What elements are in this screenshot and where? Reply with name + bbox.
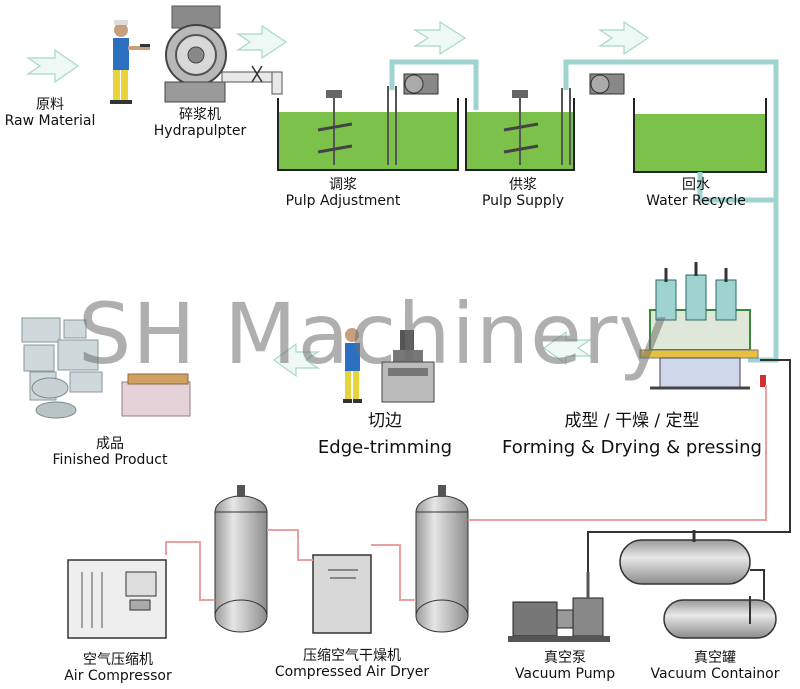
air-compressor-en: Air Compressor: [64, 668, 172, 685]
air-tank-2-icon: [415, 485, 469, 633]
vacuum-pipe-network: [587, 359, 791, 600]
flow-arrow-4: [598, 20, 650, 56]
label-hydrapulpter: 碎浆机 Hydrapulpter: [140, 107, 260, 139]
hydrapulpter-en: Hydrapulpter: [153, 123, 247, 140]
hydrapulper-machine-icon: [164, 5, 283, 103]
air-compressor-icon: [67, 559, 167, 639]
pulp-adjustment-tank: [277, 86, 459, 171]
vacuum-container-2-icon: [663, 596, 777, 639]
worker-trimming-icon: [343, 328, 362, 403]
air-pipe-network: [165, 385, 767, 601]
label-water-recycle: 回水 Water Recycle: [636, 177, 756, 209]
vacuum-container-zh: 真空罐: [694, 650, 736, 666]
flow-arrow-3: [412, 20, 467, 56]
worker-raw-material-icon: [110, 20, 150, 104]
vacuum-container-1-icon: [619, 530, 751, 585]
air-tank-1-icon: [214, 485, 268, 633]
label-finished-product: 成品 Finished Product: [40, 436, 180, 468]
pulp-adjustment-zh: 调浆: [329, 177, 357, 193]
forming-machine-icon: [639, 262, 766, 390]
label-vacuum-container: 真空罐 Vacuum Containor: [640, 650, 790, 682]
compressed-air-dryer-icon: [312, 554, 372, 634]
flow-arrow-1: [26, 48, 80, 84]
air-dryer-zh: 压缩空气干燥机: [303, 648, 401, 664]
raw-material-zh: 原料: [36, 97, 64, 113]
label-pulp-supply: 供浆 Pulp Supply: [468, 177, 578, 209]
label-forming: 成型 / 干燥 / 定型 Forming & Drying & pressing: [494, 411, 770, 458]
pulp-supply-tank: [465, 88, 575, 171]
forming-zh: 成型 / 干燥 / 定型: [564, 411, 700, 431]
label-air-dryer: 压缩空气干燥机 Compressed Air Dryer: [262, 648, 442, 680]
vacuum-pump-zh: 真空泵: [544, 650, 586, 666]
finished-product-zh: 成品: [96, 436, 124, 452]
edge-trimming-machine-icon: [381, 330, 435, 403]
raw-material-en: Raw Material: [4, 113, 96, 130]
flow-arrow-6: [272, 342, 320, 378]
edge-trimming-zh: 切边: [368, 411, 402, 431]
pulp-supply-zh: 供浆: [509, 177, 537, 193]
flow-arrow-2: [236, 24, 288, 60]
edge-trimming-en: Edge-trimming: [317, 436, 453, 458]
pulp-supply-en: Pulp Supply: [481, 193, 564, 210]
label-raw-material: 原料 Raw Material: [0, 97, 100, 129]
finished-product-en: Finished Product: [52, 452, 168, 469]
water-recycle-tank: [633, 98, 767, 173]
pulp-adjustment-en: Pulp Adjustment: [285, 193, 401, 210]
water-recycle-en: Water Recycle: [646, 193, 746, 210]
water-recycle-zh: 回水: [682, 177, 710, 193]
flow-arrow-5: [542, 330, 592, 366]
vacuum-pump-en: Vacuum Pump: [514, 666, 616, 683]
vacuum-pump-icon: [508, 572, 610, 642]
forming-en: Forming & Drying & pressing: [502, 436, 762, 458]
label-edge-trimming: 切边 Edge-trimming: [310, 411, 460, 458]
label-pulp-adjustment: 调浆 Pulp Adjustment: [273, 177, 413, 209]
pump-2-icon: [589, 73, 625, 95]
watermark-text: SH Machinery: [78, 285, 670, 383]
pump-1-icon: [403, 73, 439, 95]
finished-products-icon: [21, 317, 191, 419]
air-compressor-zh: 空气压缩机: [83, 652, 153, 668]
hydrapulpter-zh: 碎浆机: [179, 107, 221, 123]
air-dryer-en: Compressed Air Dryer: [274, 664, 430, 681]
label-vacuum-pump: 真空泵 Vacuum Pump: [505, 650, 625, 682]
vacuum-container-en: Vacuum Containor: [650, 666, 780, 683]
label-air-compressor: 空气压缩机 Air Compressor: [48, 652, 188, 684]
